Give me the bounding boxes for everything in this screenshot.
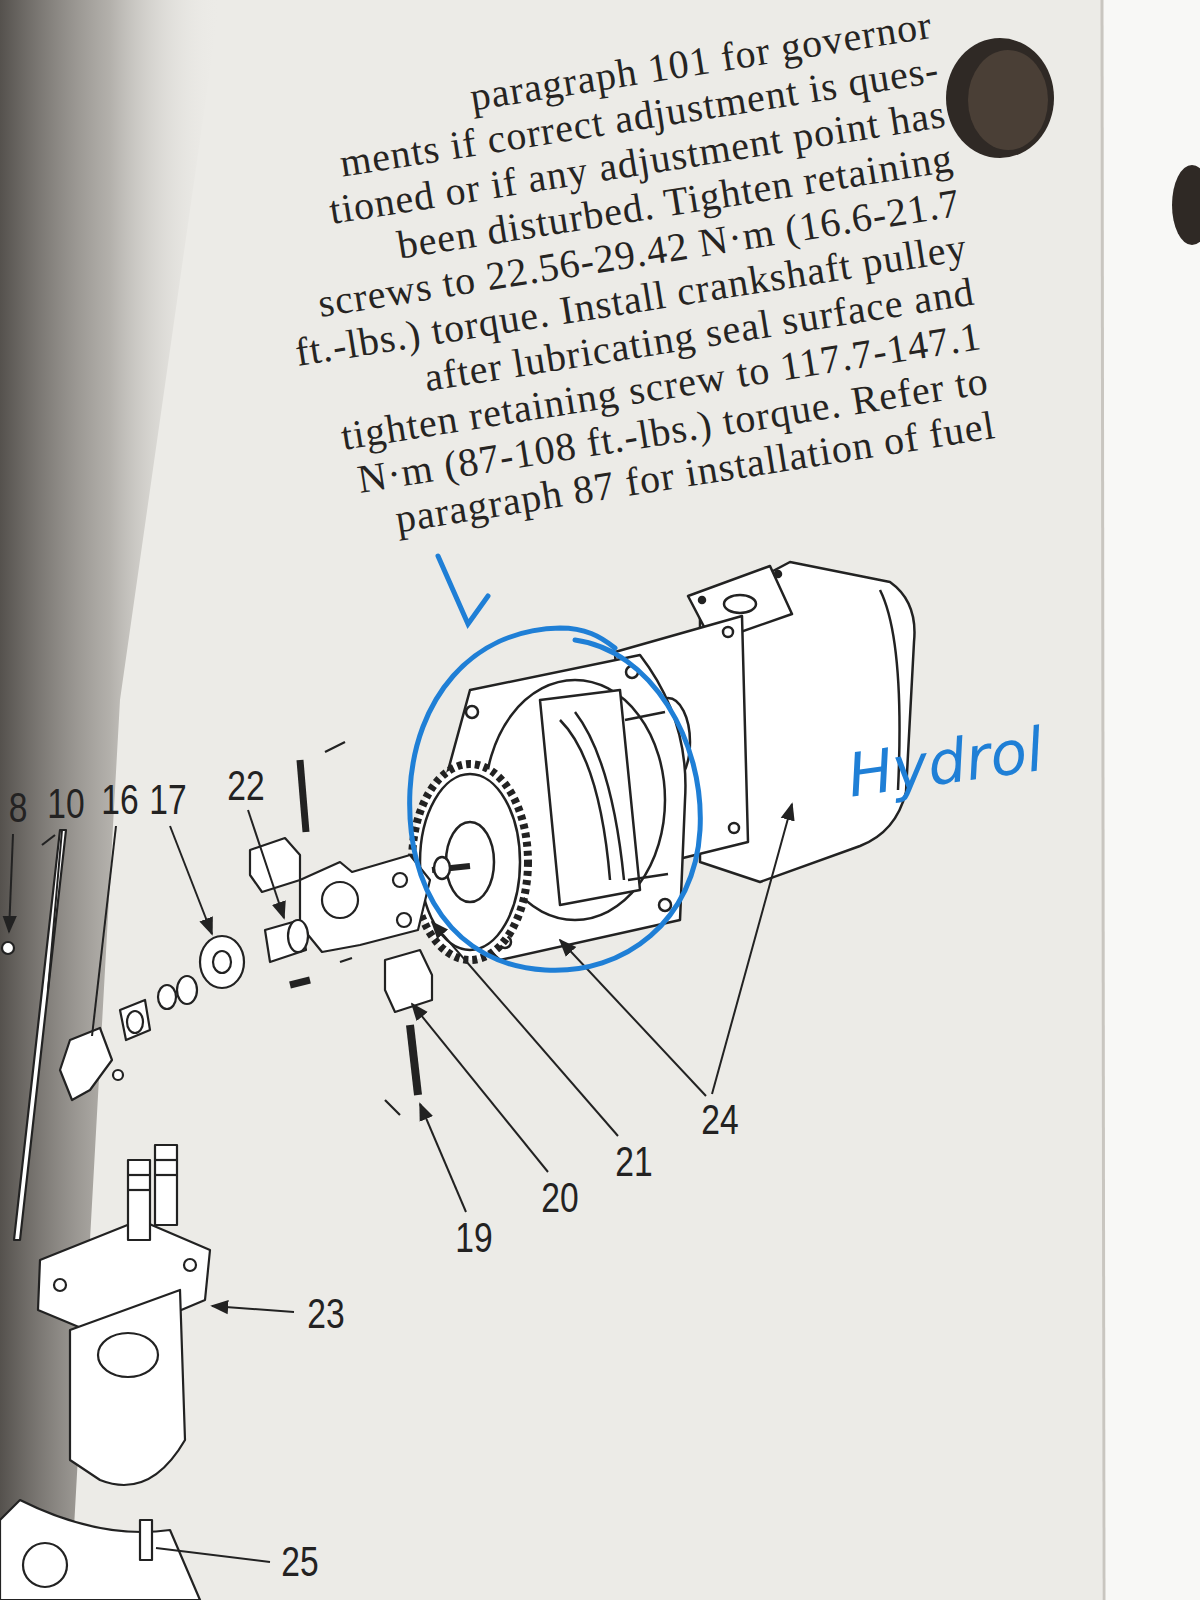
- callout-number: 10: [47, 781, 84, 827]
- gear-pump-shape: [659, 899, 671, 911]
- fuel-pump-shape: [98, 1333, 158, 1377]
- exploded-parts-shape: [288, 920, 308, 952]
- fuel-pump-shape: [140, 1520, 152, 1560]
- hydrol-housing-shape: [729, 823, 739, 833]
- leader-lines-shape: [432, 922, 618, 1136]
- leader-lines-shape: [170, 826, 212, 934]
- fuel-pump-shape: [128, 1189, 150, 1191]
- fuel-pump-shape: [155, 1145, 177, 1225]
- leader-lines-shape: [712, 804, 792, 1094]
- exploded-parts-shape: [177, 976, 197, 1004]
- exploded-parts-shape: [300, 855, 430, 952]
- callout-number: 17: [149, 777, 186, 823]
- page-background-shape: [968, 50, 1048, 150]
- callout-number: 8: [9, 785, 28, 831]
- exploded-parts-shape: [158, 985, 176, 1009]
- leader-lines-shape: [412, 1004, 548, 1172]
- exploded-parts-shape: [127, 1011, 143, 1033]
- exploded-parts-shape: [2, 942, 14, 954]
- exploded-parts-shape: [42, 835, 55, 845]
- hydrol-housing-shape: [699, 597, 705, 603]
- gear-pump: [412, 655, 685, 960]
- callout-number: 24: [701, 1097, 738, 1143]
- hand-annotation: [410, 556, 701, 970]
- exploded-parts: [2, 742, 432, 1240]
- gear-pump-shape: [575, 712, 624, 880]
- exploded-parts-shape: [385, 950, 432, 1012]
- callout-number: 21: [615, 1139, 652, 1185]
- fuel-pump: [0, 1145, 210, 1600]
- callout-number: 20: [541, 1175, 578, 1221]
- leader-lines-shape: [560, 940, 706, 1096]
- callout-number: 25: [281, 1539, 318, 1585]
- page-background-shape: [1102, 0, 1104, 1600]
- leader-lines-shape: [9, 834, 13, 932]
- fuel-pump-shape: [54, 1279, 66, 1291]
- callout-number: 22: [227, 763, 264, 809]
- fuel-pump-shape: [128, 1160, 150, 1240]
- exploded-parts-shape: [322, 882, 358, 918]
- callout-number: 23: [307, 1291, 344, 1337]
- exploded-parts-shape: [14, 830, 66, 1240]
- fuel-pump-shape: [155, 1159, 177, 1161]
- page-background-shape: [946, 38, 1054, 158]
- fuel-pump-shape: [128, 1174, 150, 1176]
- exploded-parts-shape: [397, 913, 411, 927]
- manual-paragraph: paragraph 101 for governorments if corre…: [98, 2, 998, 578]
- gear-pump-shape: [628, 874, 668, 880]
- leader-lines-shape: [156, 1548, 270, 1562]
- leader-lines-shape: [420, 1104, 466, 1212]
- leader-lines: [9, 804, 792, 1562]
- exploded-parts-shape: [410, 1025, 418, 1095]
- leader-lines-shape: [48, 830, 62, 990]
- exploded-parts-shape: [340, 958, 352, 962]
- leader-lines-shape: [212, 1306, 294, 1312]
- exploded-parts-shape: [200, 936, 244, 988]
- hand-annotation-shape: [438, 556, 488, 624]
- callout-number: 19: [455, 1215, 492, 1261]
- exploded-parts-shape: [250, 838, 300, 892]
- exploded-parts-shape: [213, 951, 231, 973]
- gear-pump-shape: [540, 690, 640, 905]
- exploded-parts-shape: [325, 742, 345, 752]
- exploded-parts-shape: [385, 1100, 400, 1115]
- page-background-shape: [1172, 165, 1200, 245]
- fuel-pump-shape: [70, 1290, 185, 1485]
- gear-pump-shape: [625, 712, 665, 720]
- page-background-shape: [0, 0, 220, 1600]
- callout-number: 16: [101, 777, 138, 823]
- hydrol-housing-shape: [723, 627, 733, 637]
- gear-pump-shape: [446, 822, 494, 902]
- hydrol-housing-shape: [724, 595, 756, 613]
- exploded-parts-shape: [120, 1000, 150, 1040]
- gear-pump-shape: [412, 764, 528, 960]
- gear-pump-shape: [560, 720, 610, 880]
- fuel-pump-shape: [184, 1259, 196, 1271]
- hydrol-housing-shape: [775, 571, 781, 577]
- exploded-parts-shape: [393, 873, 407, 887]
- leader-lines-shape: [248, 810, 284, 918]
- gear-pump-shape: [420, 774, 520, 950]
- exploded-parts-shape: [60, 1028, 112, 1100]
- fuel-pump-shape: [155, 1174, 177, 1176]
- hand-annotation-shape: [410, 628, 701, 970]
- exploded-parts-shape: [290, 980, 310, 985]
- gear-pump-shape: [466, 706, 478, 718]
- exploded-parts-shape: [113, 1070, 123, 1080]
- gear-pump-shape: [434, 857, 450, 879]
- fuel-pump-shape: [23, 1543, 67, 1587]
- leader-lines-shape: [92, 826, 116, 1036]
- exploded-parts-shape: [300, 760, 306, 832]
